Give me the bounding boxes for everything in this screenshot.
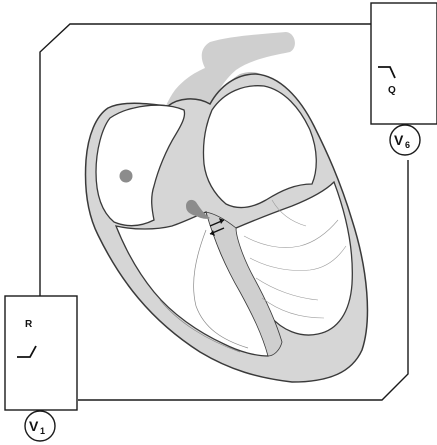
sinoatrial-node [120,170,133,183]
lead-v1-wave-label: R [25,319,33,330]
lead-v1-box [5,296,77,410]
lead-v1-name: V [29,418,39,434]
lead-v1-subscript: 1 [40,426,45,436]
lead-v6-subscript: 6 [405,140,410,150]
lead-v6-box [371,3,437,124]
lead-v6-name: V [394,132,404,148]
lead-v6-wave-label: Q [388,85,396,96]
